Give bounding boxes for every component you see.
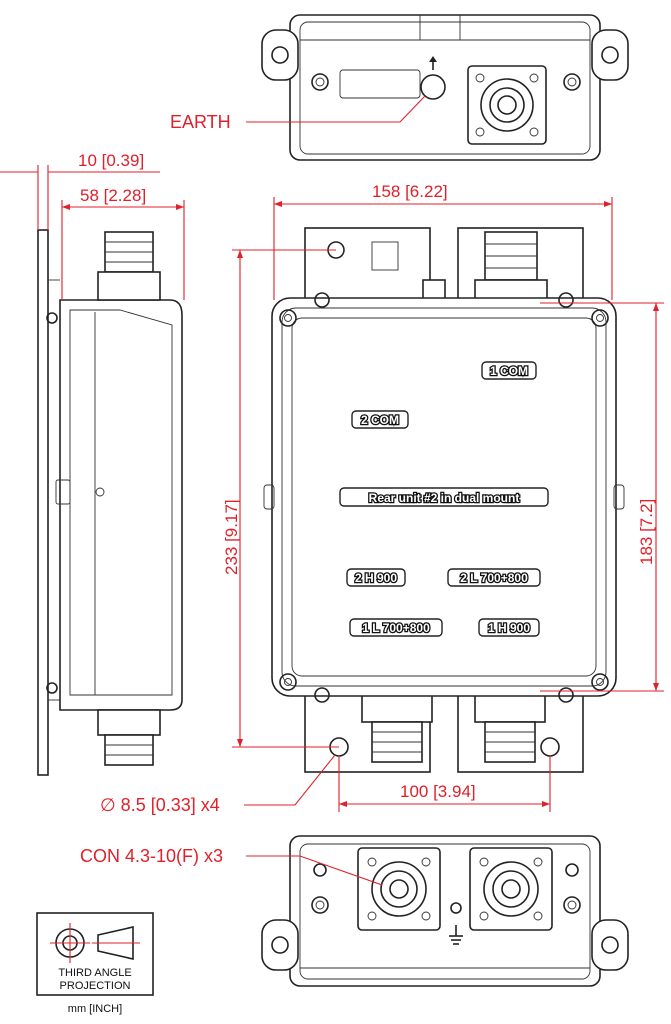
top-view xyxy=(261,14,629,161)
dim-height-total: 233 [9.17] xyxy=(222,499,241,575)
port-label-box xyxy=(339,487,549,507)
connector-callout: CON 4.3-10(F) x3 xyxy=(80,846,383,886)
projection-line-1: THIRD ANGLE xyxy=(58,967,131,979)
dim-depth: 58 [2.28] xyxy=(80,186,146,205)
label-1-l-700-800: 1 L 700+800 xyxy=(362,621,430,635)
port-label-box xyxy=(478,618,540,637)
port-labels: 1 COM 2 COM Rear unit #2 in dual mount 2… xyxy=(339,361,549,637)
side-view xyxy=(37,229,183,776)
projection-line-2: PROJECTION xyxy=(60,980,131,992)
label-1-com: 1 COM xyxy=(490,364,528,378)
hole-callout: ∅ 8.5 [0.33] x4 xyxy=(100,795,220,815)
bottom-view xyxy=(261,835,629,987)
port-label-box xyxy=(481,361,537,380)
dim-flange-thickness: 10 [0.39] xyxy=(78,151,144,170)
side-dimensions: 10 [0.39] 58 [2.28] xyxy=(0,151,185,300)
earth-label: EARTH xyxy=(170,112,231,132)
dim-width: 158 [6.22] xyxy=(372,182,448,201)
port-label-box xyxy=(447,568,541,587)
front-dimensions: 158 [6.22] 233 [9.17] 183 [7.2] 100 [3.9… xyxy=(100,182,664,815)
port-label-box xyxy=(351,410,409,429)
label-2-l-700-800: 2 L 700+800 xyxy=(460,571,528,585)
earth-callout: EARTH xyxy=(170,95,426,132)
dim-height-body: 183 [7.2] xyxy=(637,499,656,565)
label-2-h-900: 2 H 900 xyxy=(355,571,397,585)
label-2-com: 2 COM xyxy=(361,413,399,427)
projection-symbol: THIRD ANGLE PROJECTION mm [INCH] xyxy=(36,912,154,1015)
label-rear-unit: Rear unit #2 in dual mount xyxy=(369,491,520,505)
port-label-box xyxy=(346,568,406,587)
dim-hole-spacing: 100 [3.94] xyxy=(400,782,476,801)
connector-label: CON 4.3-10(F) x3 xyxy=(80,846,223,866)
label-1-h-900: 1 H 900 xyxy=(488,621,530,635)
port-label-box xyxy=(349,618,443,637)
units-label: mm [INCH] xyxy=(68,1003,122,1015)
